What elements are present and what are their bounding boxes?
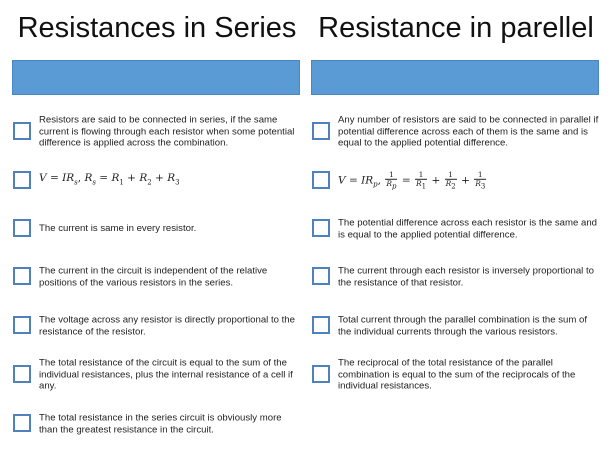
series-item-2: The current is same in every resistor. <box>12 209 302 249</box>
parallel-title: Resistance in parellel <box>318 12 594 44</box>
series-checkbox-1[interactable] <box>13 122 31 140</box>
parallel-column: Resistance in parellel Any number of res… <box>311 0 601 449</box>
parallel-checkbox-5[interactable] <box>312 365 330 383</box>
series-item-6: The total resistance in the series circu… <box>12 404 302 444</box>
series-checkbox-3[interactable] <box>13 267 31 285</box>
parallel-item-text: The potential difference across each res… <box>338 217 597 240</box>
series-item-4: The voltage across any resistor is direc… <box>12 306 302 346</box>
series-item-text: The voltage across any resistor is direc… <box>39 314 295 337</box>
parallel-checkbox-2[interactable] <box>312 219 330 237</box>
series-item-text: The current is same in every resistor. <box>39 223 197 235</box>
parallel-checkbox-1[interactable] <box>312 122 330 140</box>
series-item-3: The current in the circuit is independen… <box>12 257 302 297</box>
parallel-item-1: Any number of resistors are said to be c… <box>311 112 601 152</box>
parallel-checkbox-3[interactable] <box>312 267 330 285</box>
series-item-text: The current in the circuit is independen… <box>39 265 268 288</box>
parallel-item-3: The current through each resistor is inv… <box>311 257 601 297</box>
parallel-checkbox-4[interactable] <box>312 316 330 334</box>
series-formula: V = IRs, Rs = R1 + R2 + R3 <box>39 172 180 187</box>
series-checkbox-2[interactable] <box>13 219 31 237</box>
series-item-text: Resistors are said to be connected in se… <box>39 114 295 149</box>
parallel-checkbox-formula[interactable] <box>312 171 330 189</box>
parallel-item-4: Total current through the parallel combi… <box>311 306 601 346</box>
series-checkbox-6[interactable] <box>13 414 31 432</box>
parallel-item-text: The current through each resistor is inv… <box>338 265 594 288</box>
series-item-text: The total resistance of the circuit is e… <box>39 357 293 392</box>
series-checkbox-5[interactable] <box>13 365 31 383</box>
parallel-item-5: The reciprocal of the total resistance o… <box>311 355 601 395</box>
parallel-item-text: The reciprocal of the total resistance o… <box>338 357 576 392</box>
series-checkbox-4[interactable] <box>13 316 31 334</box>
series-column: Resistances in Series Resistors are said… <box>12 0 302 449</box>
series-item-text: The total resistance in the series circu… <box>39 412 282 435</box>
series-item-5: The total resistance of the circuit is e… <box>12 355 302 395</box>
parallel-item-text: Total current through the parallel combi… <box>338 314 588 337</box>
series-title: Resistances in Series <box>17 12 297 44</box>
parallel-item-2: The potential difference across each res… <box>311 209 601 249</box>
series-item-1: Resistors are said to be connected in se… <box>12 112 302 152</box>
series-header-bar <box>12 60 300 95</box>
series-formula-item: V = IRs, Rs = R1 + R2 + R3 <box>12 161 302 201</box>
parallel-item-text: Any number of resistors are said to be c… <box>338 114 599 149</box>
parallel-header-bar <box>311 60 599 95</box>
series-checkbox-formula[interactable] <box>13 171 31 189</box>
